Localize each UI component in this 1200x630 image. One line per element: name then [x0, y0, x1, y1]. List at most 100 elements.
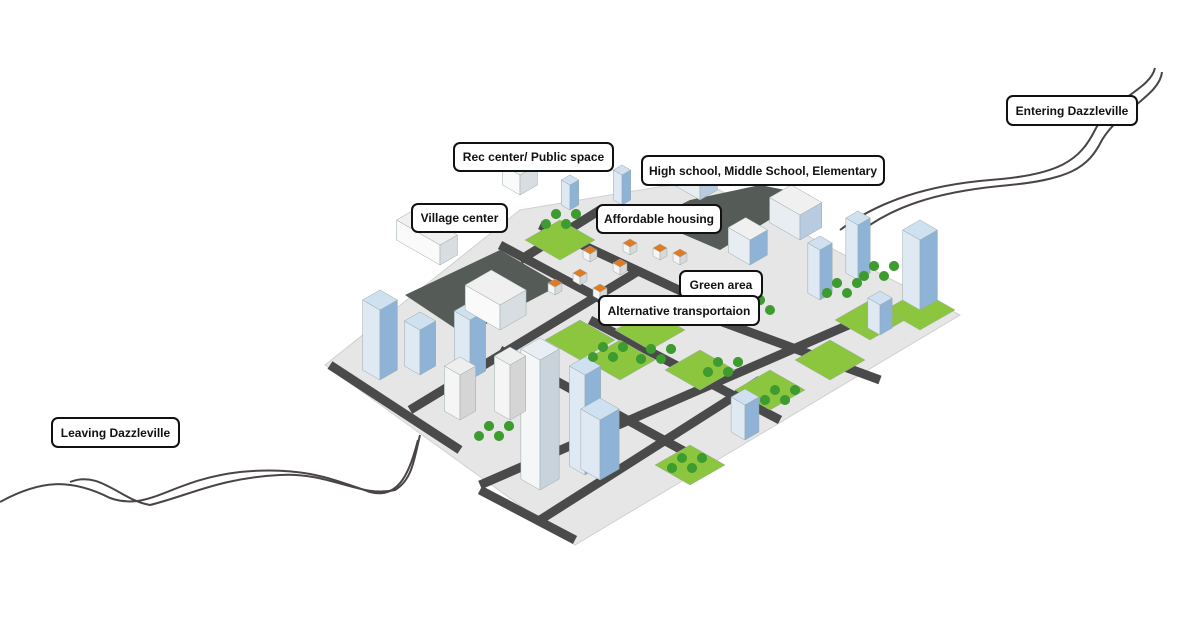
tree-icon: [703, 367, 713, 377]
building-roof: [730, 388, 760, 406]
grass-block: [794, 339, 866, 381]
village-center-hall: [464, 269, 527, 331]
building-left-face: [362, 299, 381, 381]
tree-icon: [571, 209, 581, 219]
tree-icon: [697, 453, 707, 463]
tower: [902, 219, 938, 311]
village-center-label: Village center: [411, 203, 508, 233]
entering-path: [839, 67, 1156, 231]
building-right-face: [379, 299, 398, 381]
middle-school: [727, 217, 768, 266]
building-right-face: [919, 229, 938, 311]
building-roof: [443, 356, 477, 376]
tree-icon: [677, 453, 687, 463]
building-left-face: [444, 365, 461, 421]
building-left-face: [902, 229, 921, 311]
alt-transport-label: Alternative transportaion: [598, 295, 760, 326]
tree-icon: [765, 305, 775, 315]
house: [652, 243, 668, 261]
building-roof: [403, 311, 437, 331]
building-roof: [845, 210, 871, 226]
tree-icon: [598, 342, 608, 352]
entering-label: Entering Dazzleville: [1006, 95, 1138, 126]
building-roof: [727, 217, 768, 241]
building-left-face: [807, 242, 821, 301]
building-roof: [622, 238, 638, 248]
tree-icon: [618, 342, 628, 352]
building-roof: [902, 219, 938, 241]
tree-icon: [713, 357, 723, 367]
building-roof: [652, 243, 668, 253]
office: [493, 346, 527, 421]
tree-icon: [723, 367, 733, 377]
tree-icon: [889, 261, 899, 271]
tree-icon: [474, 431, 484, 441]
tree-icon: [760, 395, 770, 405]
schools-label: High school, Middle School, Elementary: [641, 155, 885, 186]
high-school: [769, 184, 823, 241]
building-roof: [520, 337, 560, 361]
tower: [560, 174, 580, 211]
building-right-face: [419, 320, 436, 376]
building-right-face: [621, 169, 631, 206]
building-roof: [582, 245, 598, 255]
tree-icon: [646, 344, 656, 354]
building-roof: [612, 164, 632, 176]
building-roof: [362, 289, 398, 311]
building-roof: [547, 278, 563, 288]
tower: [580, 397, 620, 481]
tower: [867, 290, 893, 336]
building-left-face: [580, 408, 601, 481]
leaving-path-2: [69, 434, 421, 507]
building-roof: [592, 283, 608, 293]
building-left-face: [404, 320, 421, 376]
building-roof: [867, 290, 893, 306]
tree-icon: [656, 354, 666, 364]
tower: [730, 388, 760, 441]
building-left-face: [845, 217, 859, 281]
tree-icon: [879, 271, 889, 281]
building-right-face: [459, 365, 476, 421]
building-roof: [464, 269, 527, 306]
building-roof: [580, 397, 620, 421]
building-roof: [560, 174, 580, 186]
tree-icon: [780, 395, 790, 405]
tree-icon: [588, 352, 598, 362]
grass-block: [544, 319, 616, 361]
tree-icon: [869, 261, 879, 271]
tree-icon: [842, 288, 852, 298]
tower: [403, 311, 437, 376]
leaving-path: [0, 439, 419, 503]
tree-icon: [608, 352, 618, 362]
building-right-face: [539, 348, 560, 491]
building-left-face: [494, 355, 511, 421]
house: [582, 245, 598, 263]
house: [622, 238, 638, 256]
building-left-face: [613, 169, 623, 206]
tower: [845, 210, 871, 281]
tree-icon: [666, 344, 676, 354]
building-roof: [493, 346, 527, 366]
building-roof: [672, 248, 688, 258]
leaving-label: Leaving Dazzleville: [51, 417, 180, 448]
building-roof: [612, 258, 628, 268]
green-area-label: Green area: [679, 270, 763, 299]
tower: [612, 164, 632, 206]
tree-icon: [733, 357, 743, 367]
tree-icon: [687, 463, 697, 473]
house: [572, 268, 588, 286]
tree-icon: [484, 421, 494, 431]
tree-icon: [494, 431, 504, 441]
tree-icon: [561, 219, 571, 229]
building-roof: [807, 235, 833, 251]
tree-icon: [770, 385, 780, 395]
building-right-face: [599, 408, 620, 481]
tree-icon: [822, 288, 832, 298]
tree-icon: [790, 385, 800, 395]
tree-icon: [504, 421, 514, 431]
tree-icon: [551, 209, 561, 219]
tree-icon: [541, 219, 551, 229]
house: [612, 258, 628, 276]
